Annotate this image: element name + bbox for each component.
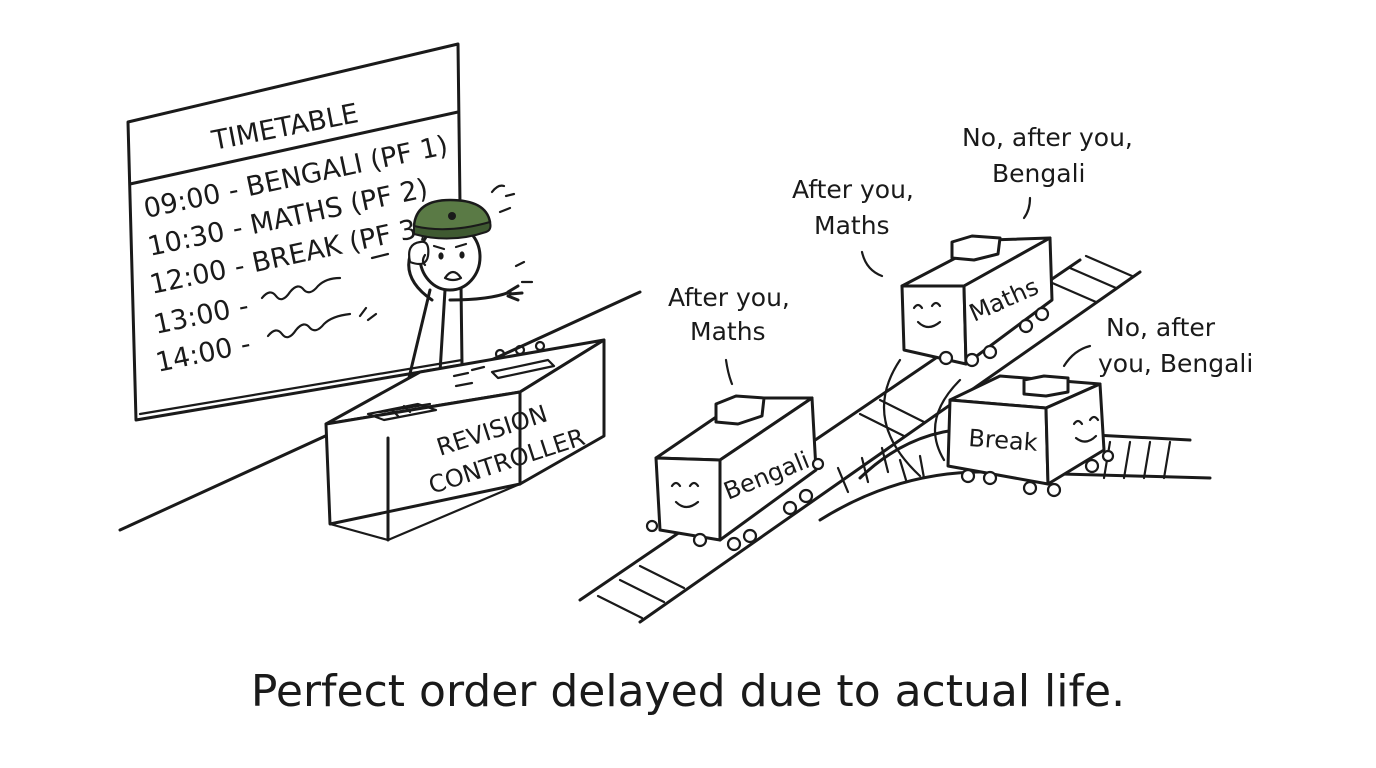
train-bengali: Bengali [645, 394, 825, 552]
scribble-2 [266, 312, 352, 339]
timetable-board: TIMETABLE 09:00 - BENGALI (PF 1) 10:30 -… [126, 42, 464, 422]
train-maths: Maths [900, 234, 1054, 368]
train-break: Break [946, 374, 1115, 498]
train-label-break: Break [968, 424, 1039, 457]
revision-controller-desk: REVISION CONTROLLER [324, 338, 606, 542]
caption: Perfect order delayed due to actual life… [251, 666, 1125, 717]
cap-icon [412, 198, 492, 240]
speech-break-line-2: you, Bengali [1098, 349, 1253, 378]
speech-bengali: After you, Maths [668, 283, 790, 386]
scribble-1 [260, 252, 390, 301]
station-master [358, 184, 534, 384]
speech-maths-line-1: After you, [792, 175, 914, 204]
speech-break: No, after you, Bengali [1062, 313, 1253, 378]
speech-bengali-line-1: After you, [668, 283, 790, 312]
speech-maths-line-2: Maths [814, 211, 890, 240]
speech-maths-top: No, after you, Bengali [962, 123, 1133, 220]
speech-top-line-2: Bengali [992, 159, 1085, 188]
speech-break-line-1: No, after [1106, 313, 1216, 342]
speech-top-line-1: No, after you, [962, 123, 1133, 152]
speech-maths: After you, Maths [792, 175, 914, 278]
speech-bengali-line-2: Maths [690, 317, 766, 346]
